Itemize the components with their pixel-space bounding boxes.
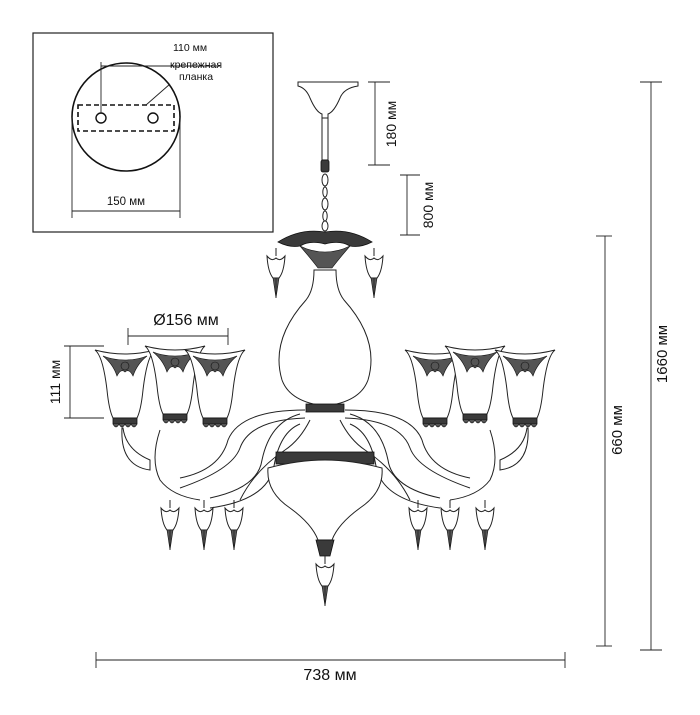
bar-width-label: 110 мм bbox=[173, 42, 207, 54]
plate-diameter-label: 150 мм bbox=[107, 196, 145, 208]
total-height-dimension: 1660 мм bbox=[640, 81, 671, 651]
screw-hole-left bbox=[95, 112, 107, 124]
total-width-label: 738 мм bbox=[303, 667, 356, 684]
chain-length-label: 800 мм bbox=[420, 182, 436, 229]
central-vase bbox=[278, 269, 372, 407]
body-height-dimension: 660 мм bbox=[596, 235, 626, 647]
rod-length-label: 180 мм bbox=[383, 101, 399, 148]
chain bbox=[320, 159, 330, 232]
mount-plate-inset: 110 мм крепежная планка 150 мм bbox=[32, 32, 274, 233]
chandelier bbox=[94, 81, 556, 607]
shade-diameter-label: Ø156 мм bbox=[153, 312, 219, 329]
total-width-dimension: 738 мм bbox=[95, 652, 566, 684]
canopy bbox=[297, 81, 359, 119]
screw-hole-right bbox=[147, 112, 159, 124]
shade-height-dimension: 111 мм bbox=[47, 345, 104, 419]
shade-left-1 bbox=[94, 349, 156, 428]
rod bbox=[321, 117, 329, 161]
lower-bowl bbox=[267, 459, 383, 541]
chain-length-dimension: 800 мм bbox=[400, 174, 436, 236]
bracket-label-line2: планка bbox=[179, 71, 213, 83]
rod-length-dimension: 180 мм bbox=[368, 81, 399, 166]
shade-right-3 bbox=[494, 349, 556, 428]
shade-diameter-dimension: Ø156 мм bbox=[127, 312, 229, 345]
body-height-label: 660 мм bbox=[609, 405, 626, 455]
total-height-label: 1660 мм bbox=[654, 325, 671, 383]
ceiling-plate-circle bbox=[71, 62, 181, 172]
crown bbox=[277, 230, 373, 247]
bracket-label-line1: крепежная bbox=[170, 59, 222, 71]
shade-height-label: 111 мм bbox=[47, 360, 63, 404]
mounting-bar bbox=[77, 104, 175, 132]
shade-left-3 bbox=[184, 349, 246, 428]
